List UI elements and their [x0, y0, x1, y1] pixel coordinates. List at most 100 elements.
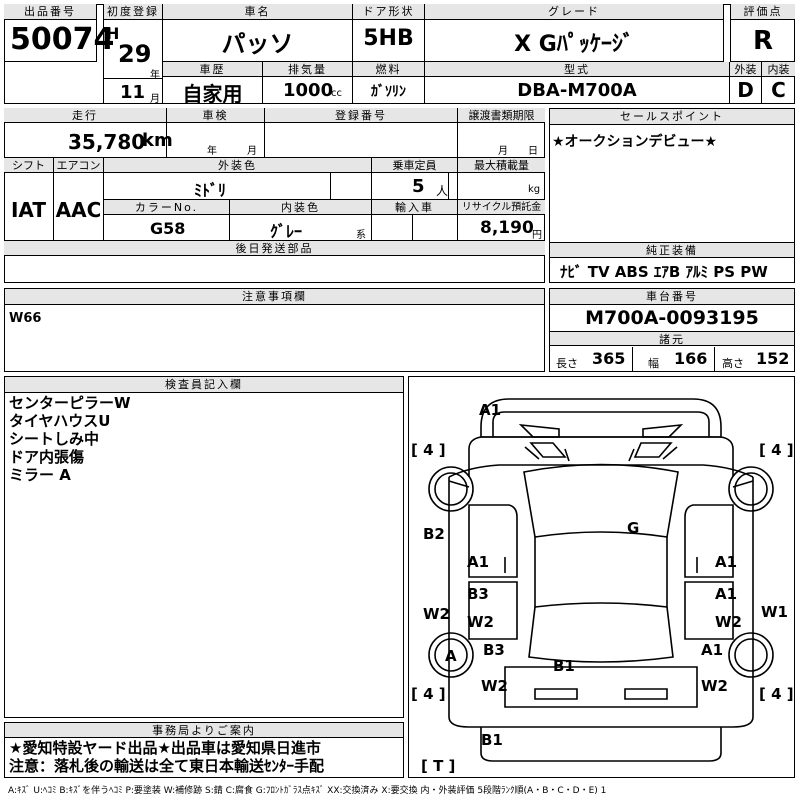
recycle-label: リサイクル預託金: [458, 200, 545, 215]
interior-grade-label: 内装: [762, 62, 795, 77]
damage-mark: A1: [479, 401, 501, 419]
notes-label: 注意事項欄: [5, 289, 544, 305]
damage-mark: B3: [467, 585, 489, 603]
aircon: AAC: [55, 198, 102, 222]
car-name: パッソ: [221, 30, 294, 58]
exterior-color-label: 外装色: [104, 158, 371, 173]
interior-grade: C: [771, 78, 786, 102]
chassis-number: M700A-0093195: [585, 307, 759, 329]
displacement-label: 排気量: [263, 62, 352, 77]
transfer-month-unit: 月: [498, 146, 508, 157]
exterior-color-cell: 外装色 ﾐﾄﾞﾘ: [104, 158, 372, 200]
sales-point-label: セールスポイント: [550, 109, 794, 125]
damage-mark: B2: [423, 525, 445, 543]
model-label: 型式: [425, 62, 729, 77]
inspection-year-unit: 年: [207, 146, 217, 157]
inspection-label: 車検: [167, 108, 264, 123]
damage-mark: A1: [715, 585, 737, 603]
tire-label: [ 4 ]: [411, 685, 446, 703]
max-load-unit: kg: [528, 184, 541, 195]
shift-label: シフト: [4, 158, 53, 173]
inspector-line: ドア内張傷: [9, 448, 85, 466]
lot-number-cell: 出品番号 50074: [4, 4, 114, 62]
door-cell: ドア形状 5HB: [353, 4, 425, 62]
first-registration-label: 初度登録: [104, 4, 162, 20]
sales-point-text: ★オークションデビュー★: [552, 134, 718, 150]
grade-cell: グレード X Gﾊﾟｯｹｰｼﾞ: [425, 4, 724, 62]
door-label: ドア形状: [353, 4, 424, 20]
chassis-label: 車台番号: [550, 289, 794, 305]
damage-mark: W2: [423, 605, 450, 623]
damage-mark: W2: [701, 677, 728, 695]
interior-grade-cell: 内装 C: [762, 62, 795, 104]
length: 365: [592, 349, 626, 368]
damage-mark: A1: [701, 641, 723, 659]
tire-label: [ 4 ]: [759, 441, 794, 459]
year-unit: 年: [150, 70, 160, 81]
month-unit: 月: [150, 94, 160, 105]
mileage-unit: km: [142, 130, 173, 151]
damage-mark: B3: [483, 641, 505, 659]
chassis-section: 車台番号 M700A-0093195 諸元 長さ 365 幅 166 高さ 15…: [549, 288, 795, 372]
registration-number-cell: 登録番号: [265, 108, 458, 158]
displacement-unit: cc: [331, 88, 342, 99]
evaluation-cell: 評価点 R: [730, 4, 795, 62]
exterior-grade-label: 外装: [730, 62, 761, 77]
interior-color-cell: 内装色 ｸﾞﾚｰ 系: [230, 200, 372, 241]
office-label: 事務局よりご案内: [5, 723, 403, 738]
history-cell: 車歴 自家用: [163, 62, 263, 106]
fuel-type: ｶﾞｿﾘﾝ: [371, 84, 406, 100]
width-label: 幅: [648, 357, 659, 370]
era-letter: H: [106, 24, 120, 43]
color-number: G58: [150, 219, 186, 238]
displacement-cell: 排気量 1000 cc: [263, 62, 353, 104]
capacity-cell: 乗車定員 5 人: [372, 158, 458, 200]
shift-cell: シフト IAT: [4, 158, 54, 241]
capacity-unit: 人: [436, 184, 449, 198]
height: 152: [756, 349, 790, 368]
legend-text: A:ｷｽﾞ U:ﾍｺﾐ B:ｷｽﾞを伴うﾍｺﾐ P:要塗装 W:補修跡 S:錆 …: [8, 786, 607, 796]
grade: X Gﾊﾟｯｹｰｼﾞ: [514, 32, 634, 57]
exterior-grade-cell: 外装 D: [730, 62, 762, 104]
equipment-label: 純正装備: [550, 242, 794, 258]
damage-mark: B1: [481, 731, 503, 749]
lot-number: 50074: [10, 22, 115, 57]
sales-point-section: セールスポイント ★オークションデビュー★ 純正装備 ﾅﾋﾞ TV ABS ｴｱ…: [549, 108, 795, 283]
color-number-label: カラーNo.: [104, 200, 229, 215]
exterior-grade: D: [737, 78, 754, 102]
damage-mark: A1: [467, 553, 489, 571]
transfer-deadline-cell: 譲渡書類期限 月 日: [458, 108, 545, 158]
import-label: 輸入車: [372, 200, 457, 215]
later-shipping-label: 後日発送部品: [4, 241, 545, 256]
exterior-color: ﾐﾄﾞﾘ: [194, 181, 227, 200]
recycle-fee: 8,190: [480, 218, 534, 238]
first-registration-cell: 初度登録 H 29 年 11 月: [103, 4, 163, 105]
aircon-cell: エアコン AAC: [54, 158, 104, 241]
inspector-line: センターピラーW: [9, 394, 131, 412]
recycle-cell: リサイクル預託金 8,190 円: [458, 200, 545, 241]
import-cell: 輸入車: [372, 200, 458, 241]
model-code: DBA-M700A: [517, 80, 637, 101]
damage-mark: W2: [715, 613, 742, 631]
registration-year: 29: [118, 40, 152, 68]
transfer-deadline-label: 譲渡書類期限: [458, 108, 545, 123]
registration-number-label: 登録番号: [265, 108, 457, 123]
car-name-label: 車名: [163, 4, 352, 20]
inspector-line: シートしみ中: [9, 430, 100, 448]
aircon-label: エアコン: [54, 158, 103, 173]
interior-color-label: 内装色: [230, 200, 371, 215]
inspector-label: 検査員記入欄: [5, 377, 403, 393]
inspection-month-unit: 月: [247, 146, 257, 157]
dimensions-label: 諸元: [550, 331, 794, 346]
tire-label: [ 4 ]: [759, 685, 794, 703]
tire-label: [ T ]: [421, 757, 455, 775]
inspector-line: ミラー A: [9, 466, 71, 484]
office-line-1: ★愛知特設ヤード出品★出品車は愛知県日進市: [9, 739, 321, 757]
model-cell: 型式 DBA-M700A: [425, 62, 730, 104]
damage-mark: W1: [761, 603, 788, 621]
mileage: 35,780: [68, 130, 146, 154]
tire-label: [ 4 ]: [411, 441, 446, 459]
damage-mark: W2: [481, 677, 508, 695]
